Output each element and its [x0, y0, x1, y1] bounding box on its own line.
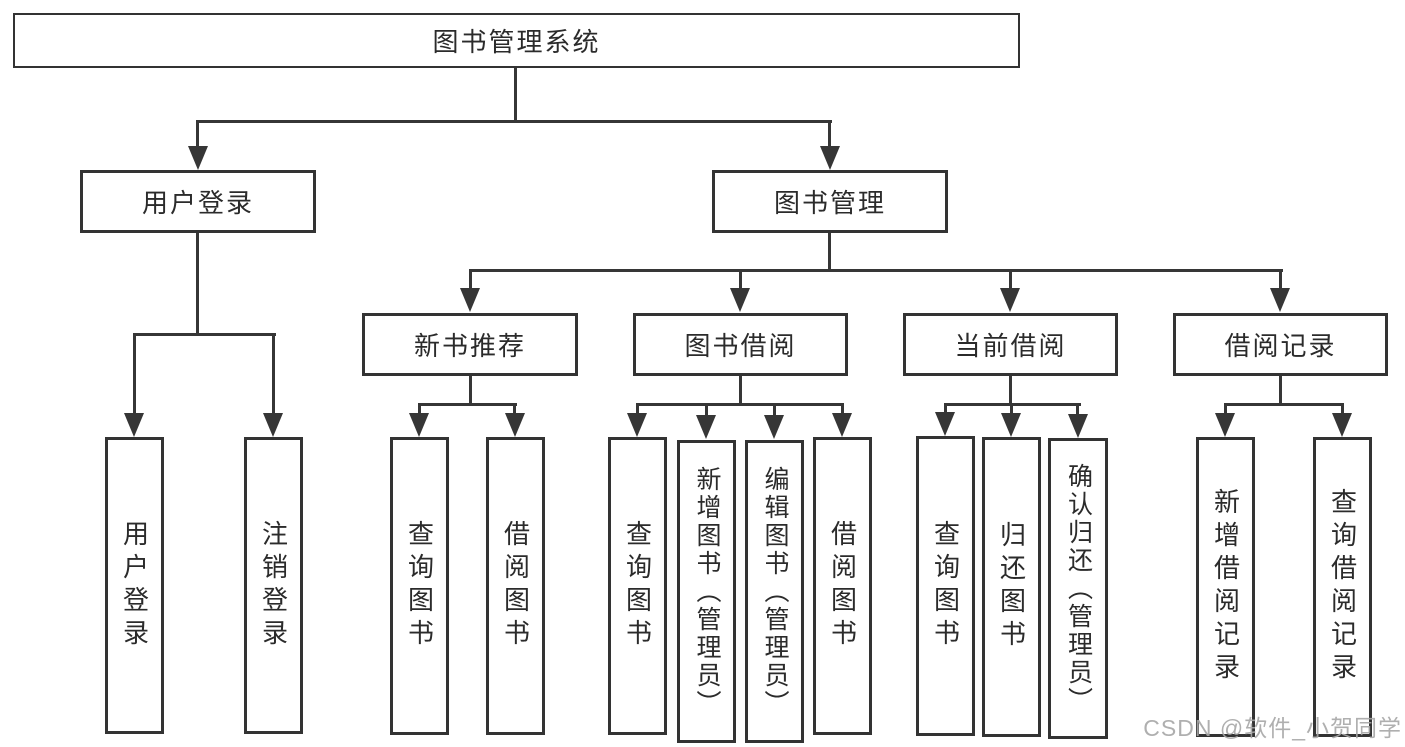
node-leaf-label: 借阅图书 — [500, 520, 531, 652]
node-leaf-query-books: 查询图书 — [916, 436, 975, 736]
node-new-book-recommend-label: 新书推荐 — [413, 331, 526, 361]
node-leaf-label: 新增图书（管理员） — [693, 465, 721, 718]
connector-line — [514, 68, 517, 122]
connector-line — [1279, 375, 1282, 405]
connector-line — [469, 375, 472, 405]
connector-line — [469, 269, 472, 291]
connector-line — [1341, 403, 1344, 416]
arrow-down-icon — [409, 413, 429, 437]
node-leaf-query-borrow-record: 查询借阅记录 — [1313, 437, 1372, 737]
node-book-management-label: 图书管理 — [773, 188, 886, 218]
node-leaf-label: 查询借阅记录 — [1327, 488, 1358, 686]
connector-line — [636, 403, 639, 416]
node-leaf-label: 查询图书 — [930, 520, 961, 652]
node-borrow-records: 借阅记录 — [1173, 313, 1388, 376]
node-user-login: 用户登录 — [80, 170, 316, 233]
node-user-login-label: 用户登录 — [141, 188, 254, 218]
node-leaf-label: 查询图书 — [404, 520, 435, 652]
arrow-down-icon — [764, 415, 784, 439]
connector-line — [1224, 403, 1227, 416]
connector-line — [1009, 269, 1012, 291]
node-leaf-label: 确认归还（管理员） — [1064, 462, 1093, 715]
arrow-down-icon — [1270, 288, 1290, 312]
connector-line — [828, 120, 831, 150]
connector-line — [513, 403, 516, 416]
node-root-label: 图书管理系统 — [432, 27, 601, 57]
arrow-down-icon — [124, 413, 144, 437]
arrow-down-icon — [188, 146, 208, 170]
connector-line — [133, 333, 136, 417]
node-leaf-query-books: 查询图书 — [608, 437, 667, 735]
arrow-down-icon — [1215, 413, 1235, 437]
arrow-down-icon — [1001, 413, 1021, 437]
node-leaf-label: 编辑图书（管理员） — [761, 465, 789, 718]
node-leaf-query-books: 查询图书 — [390, 437, 449, 735]
connector-line — [196, 120, 832, 123]
node-new-book-recommend: 新书推荐 — [362, 313, 578, 376]
node-leaf-label: 借阅图书 — [827, 520, 858, 652]
node-borrow-records-label: 借阅记录 — [1224, 331, 1337, 361]
node-leaf-confirm-return-admin: 确认归还（管理员） — [1048, 438, 1108, 739]
arrow-down-icon — [935, 412, 955, 436]
arrow-down-icon — [627, 413, 647, 437]
arrow-down-icon — [832, 413, 852, 437]
node-current-borrow: 当前借阅 — [903, 313, 1118, 376]
connector-line — [636, 403, 844, 406]
connector-line — [739, 269, 742, 291]
connector-line — [828, 232, 831, 272]
arrow-down-icon — [820, 146, 840, 170]
arrow-down-icon — [1068, 414, 1088, 438]
connector-line — [133, 333, 276, 336]
node-leaf-label: 新增借阅记录 — [1210, 488, 1241, 686]
arrow-down-icon — [730, 288, 750, 312]
node-book-borrow: 图书借阅 — [633, 313, 848, 376]
arrow-down-icon — [460, 288, 480, 312]
connector-line — [272, 333, 275, 417]
connector-line — [1076, 403, 1079, 416]
node-book-management: 图书管理 — [712, 170, 948, 233]
connector-line — [418, 403, 421, 416]
node-leaf-return-book: 归还图书 — [982, 437, 1041, 737]
connector-line — [196, 232, 199, 336]
node-leaf-add-book-admin: 新增图书（管理员） — [677, 440, 736, 743]
connector-line — [944, 403, 947, 416]
node-leaf-borrow-books: 借阅图书 — [813, 437, 872, 735]
connector-line — [1010, 403, 1013, 416]
connector-line — [841, 403, 844, 416]
arrow-down-icon — [263, 413, 283, 437]
connector-line — [418, 403, 517, 406]
node-leaf-add-borrow-record: 新增借阅记录 — [1196, 437, 1255, 737]
node-leaf-edit-book-admin: 编辑图书（管理员） — [745, 440, 804, 743]
node-leaf-label: 查询图书 — [622, 520, 653, 652]
connector-line — [773, 403, 776, 416]
arrow-down-icon — [1000, 288, 1020, 312]
connector-line — [469, 269, 1283, 272]
connector-line — [196, 120, 199, 150]
arrow-down-icon — [1332, 413, 1352, 437]
connector-line — [1224, 403, 1344, 406]
arrow-down-icon — [505, 413, 525, 437]
node-leaf-label: 注销登录 — [258, 519, 289, 652]
node-leaf-user-login: 用户登录 — [105, 437, 164, 734]
connector-line — [1009, 375, 1012, 405]
connector-line — [1279, 269, 1282, 291]
node-leaf-borrow-books: 借阅图书 — [486, 437, 545, 735]
node-leaf-logout: 注销登录 — [244, 437, 303, 734]
connector-line — [705, 403, 708, 416]
node-book-borrow-label: 图书借阅 — [684, 331, 797, 361]
arrow-down-icon — [696, 415, 716, 439]
node-current-borrow-label: 当前借阅 — [954, 331, 1067, 361]
connector-line — [739, 375, 742, 405]
node-leaf-label: 归还图书 — [996, 521, 1027, 653]
node-root: 图书管理系统 — [13, 13, 1020, 68]
node-leaf-label: 用户登录 — [119, 519, 150, 652]
